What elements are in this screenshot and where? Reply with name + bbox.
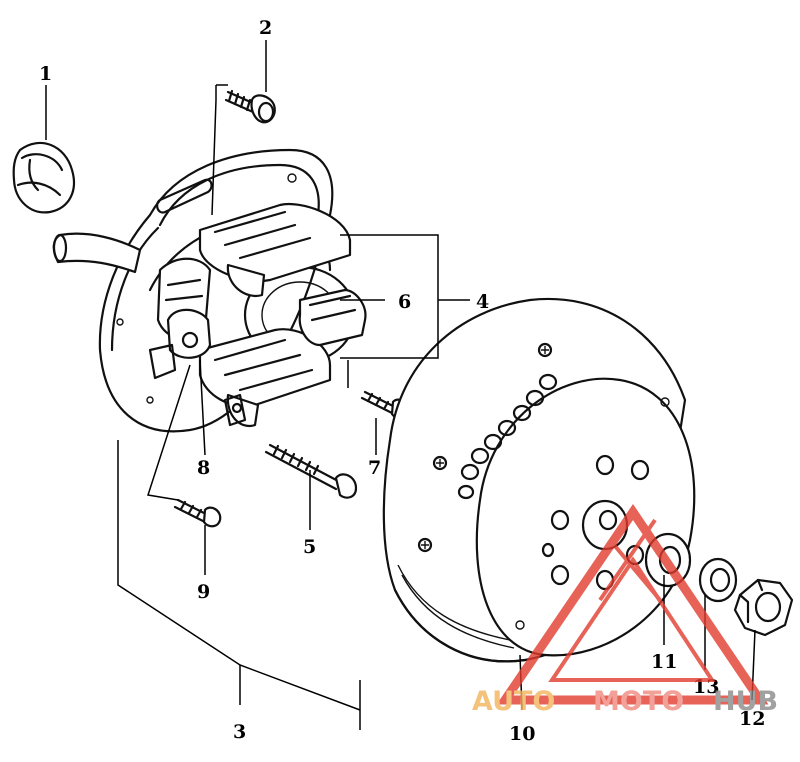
watermark-moto: MOTO [593, 686, 684, 717]
part-12-nut [733, 578, 794, 637]
leader-lines [45, 40, 756, 730]
flywheel-rotor [382, 297, 696, 663]
callout-9: 9 [197, 581, 210, 603]
callout-7: 7 [368, 457, 381, 479]
part-13-lock-washer [698, 557, 738, 603]
callout-12: 12 [739, 708, 765, 730]
callouts: 1 2 3 4 5 6 7 8 9 10 11 12 13 [39, 17, 765, 745]
part-9-screw [173, 498, 222, 528]
callout-4: 4 [476, 291, 489, 313]
callout-2: 2 [259, 17, 272, 39]
watermark-auto: AUTO [472, 686, 555, 717]
wire-harness [52, 232, 142, 274]
callout-6: 6 [398, 291, 411, 313]
callout-8: 8 [197, 457, 210, 479]
part-5-screw [264, 443, 358, 499]
watermark-hub: HUB [713, 686, 778, 717]
part-2-screw [224, 89, 276, 124]
callout-1: 1 [39, 63, 52, 85]
callout-5: 5 [303, 536, 316, 558]
coil-assembly [148, 202, 367, 428]
automotohub-watermark-logo: AUTO MOTO HUB [472, 503, 778, 717]
callout-3: 3 [233, 721, 246, 743]
callout-11: 11 [651, 651, 677, 673]
part-1-grommet [12, 141, 76, 214]
callout-10: 10 [509, 723, 535, 745]
